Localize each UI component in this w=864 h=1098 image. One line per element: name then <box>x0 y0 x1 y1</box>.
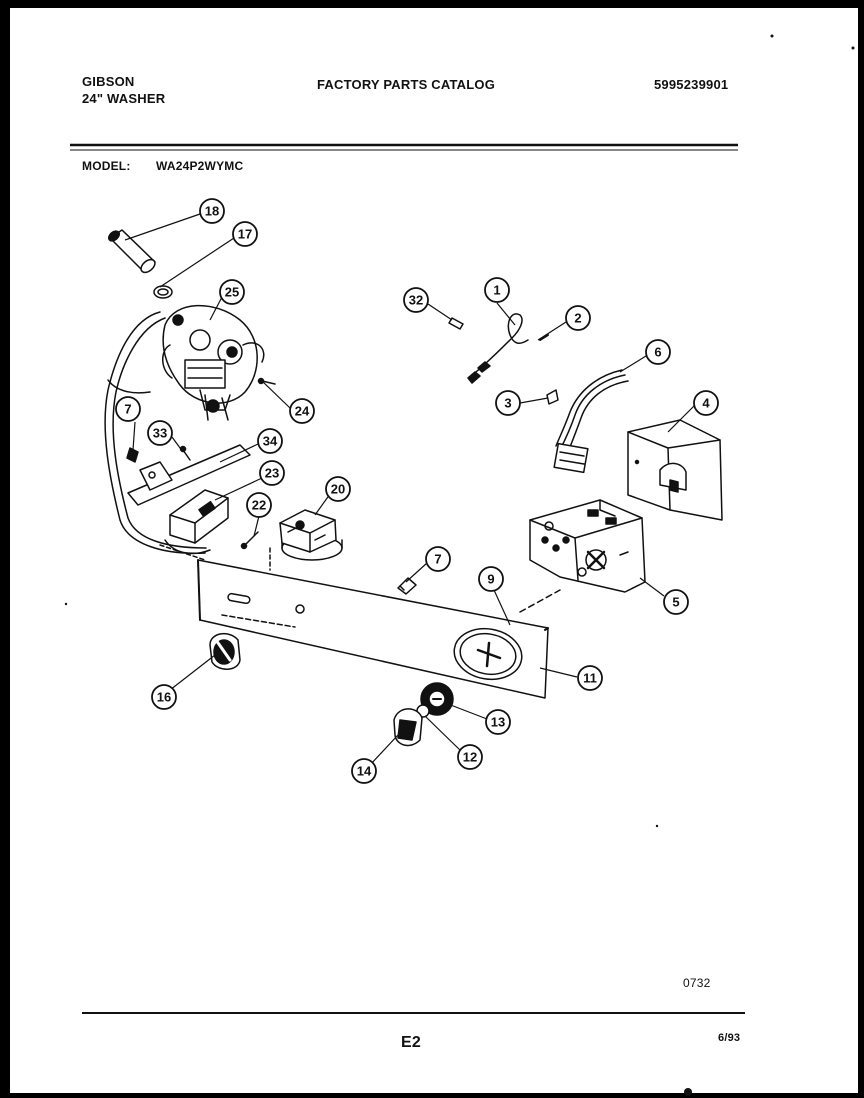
brand-name: GIBSON <box>82 74 135 89</box>
part-13-knob-skirt <box>420 682 454 716</box>
callout-label: 1 <box>493 283 500 298</box>
part-3-clip <box>546 389 559 405</box>
callout-label: 17 <box>238 227 252 242</box>
callout-circle <box>199 198 225 224</box>
callout-label: 24 <box>295 404 310 419</box>
part-25-water-valve <box>162 304 265 421</box>
callout-label: 11 <box>583 671 597 686</box>
callout-label: 6 <box>654 345 661 360</box>
callout-circle <box>484 277 510 303</box>
callout-circle <box>485 709 511 735</box>
callout-label: 7 <box>434 552 441 567</box>
callout-label: 23 <box>265 466 279 481</box>
catalog-number: 5995239901 <box>654 77 729 92</box>
figure-code: 0732 <box>683 976 711 990</box>
part-34-bracket <box>127 444 251 506</box>
callout-label: 5 <box>672 595 679 610</box>
callout-label: 18 <box>205 204 219 219</box>
part-24-screw <box>257 377 276 385</box>
part-4-cover <box>627 419 723 521</box>
callout-circle <box>257 428 283 454</box>
callout-circle <box>645 339 671 365</box>
callout-circle <box>151 684 177 710</box>
part-20-pressure-switch <box>279 509 343 561</box>
callout-label: 9 <box>487 572 494 587</box>
part-6-harness <box>553 369 629 474</box>
part-17-clamp <box>153 285 173 299</box>
callout-circle <box>663 589 689 615</box>
callout-circle <box>246 492 272 518</box>
part-7-clip-left <box>126 447 139 463</box>
catalog-title: FACTORY PARTS CATALOG <box>317 77 496 92</box>
part-23-switch <box>164 489 229 555</box>
callout-label: 14 <box>357 764 372 779</box>
part-18-hose <box>107 229 156 274</box>
callout-circle <box>232 221 258 247</box>
callout-label: 16 <box>157 690 171 705</box>
callout-circle <box>457 744 483 770</box>
part-32-terminal <box>448 317 464 330</box>
callout-label: 20 <box>331 482 345 497</box>
callout-label: 4 <box>702 396 710 411</box>
part-11-control-panel <box>197 559 549 699</box>
callout-label: 25 <box>225 285 239 300</box>
callout-circle <box>259 460 285 486</box>
callout-label: 34 <box>263 434 278 449</box>
callout-circle <box>219 279 245 305</box>
part-22-screw <box>240 531 259 550</box>
callout-label: 12 <box>463 750 477 765</box>
product-name: 24" WASHER <box>82 91 166 106</box>
callout-circle <box>403 287 429 313</box>
part-1-wire <box>467 313 529 384</box>
page-number: E2 <box>401 1034 421 1051</box>
callout-circle <box>565 305 591 331</box>
part-2-terminal <box>539 334 549 341</box>
callout-circle <box>693 390 719 416</box>
callout-circle <box>115 396 141 422</box>
print-date: 6/93 <box>718 1032 741 1044</box>
callout-circle <box>577 665 603 691</box>
alignment-line-timer <box>519 589 561 613</box>
part-16-knob <box>209 633 241 670</box>
callout-circle <box>147 420 173 446</box>
callout-circle <box>425 546 451 572</box>
model-label: MODEL: <box>82 159 131 173</box>
callout-circle <box>495 390 521 416</box>
model-number: WA24P2WYMC <box>156 159 244 173</box>
wire-harness-left <box>104 311 207 554</box>
callout-label: 3 <box>504 396 511 411</box>
alignment-line-bracket <box>159 544 206 561</box>
callout-label: 22 <box>252 498 266 513</box>
callout-label: 2 <box>574 311 581 326</box>
part-5-timer <box>529 499 646 593</box>
callout-circle <box>289 398 315 424</box>
part-14-knob <box>393 708 423 747</box>
callout-circle <box>351 758 377 784</box>
callout-label: 7 <box>124 402 131 417</box>
callout-circle <box>325 476 351 502</box>
part-33-screw <box>179 445 191 461</box>
callout-circle <box>478 566 504 592</box>
callout-label: 32 <box>409 293 423 308</box>
callout-label: 33 <box>153 426 167 441</box>
part-7-plug-mid <box>397 577 417 595</box>
callout-label: 13 <box>491 715 505 730</box>
